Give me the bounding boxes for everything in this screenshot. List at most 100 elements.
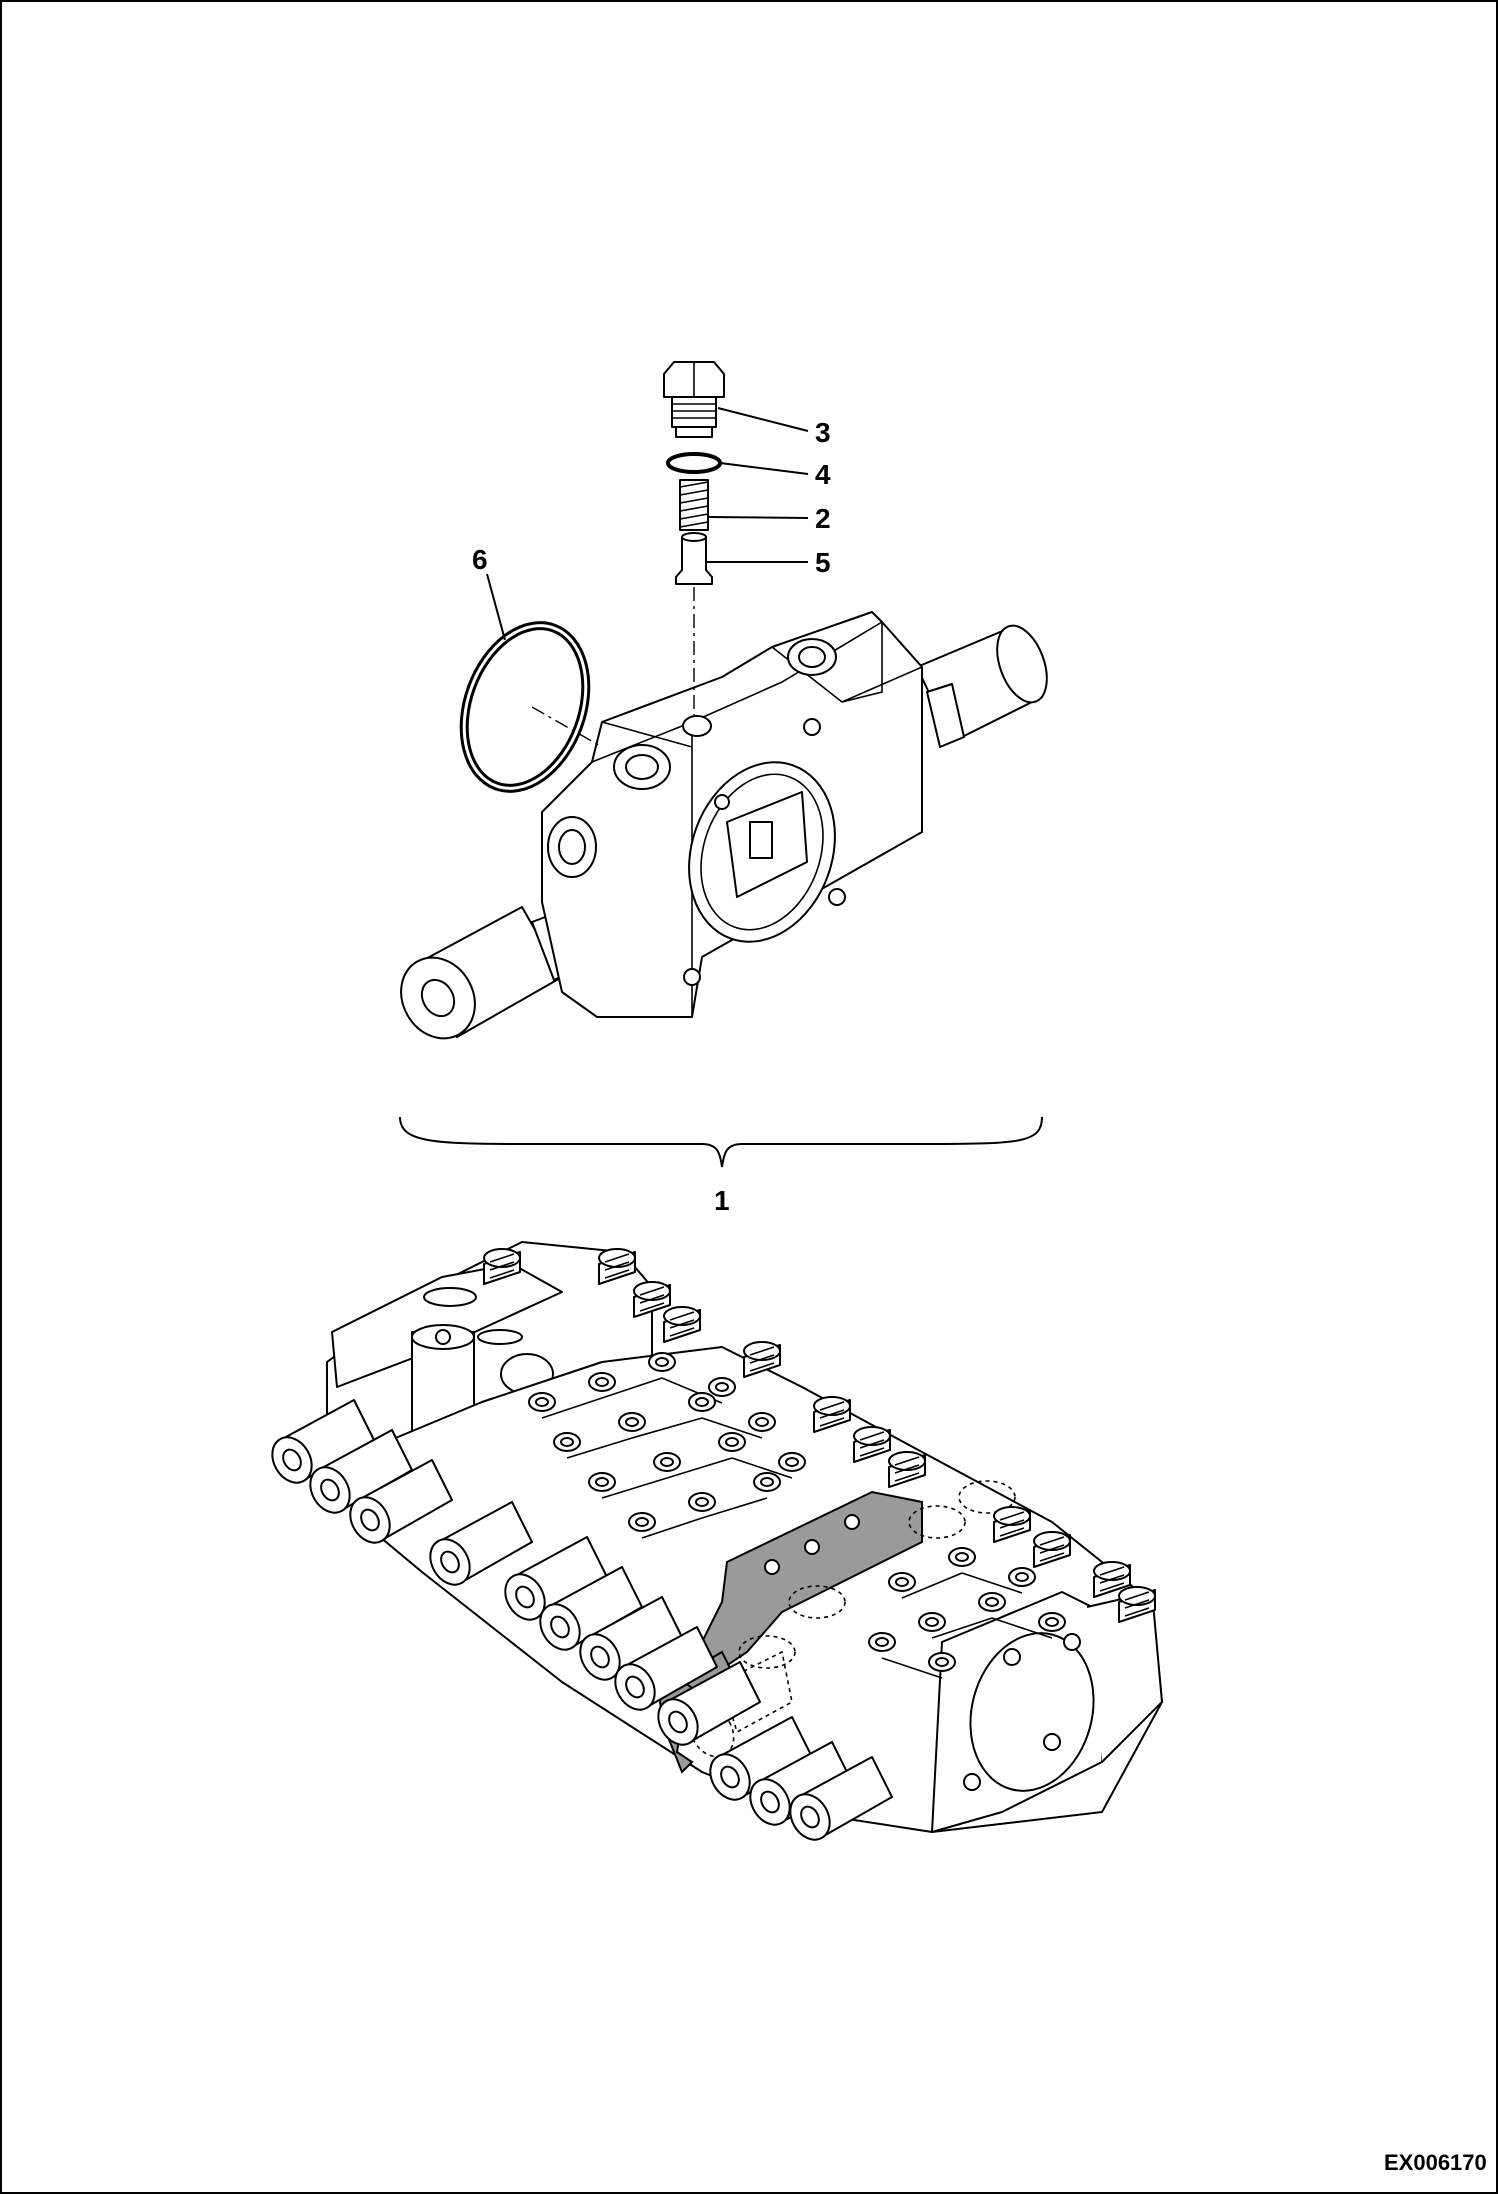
spool-bore — [282, 1448, 302, 1472]
relief-valve — [1093, 1561, 1131, 1598]
o-ring-small — [666, 452, 722, 474]
spool-ends — [271, 1399, 893, 1841]
port-inner — [655, 1357, 669, 1367]
plate-edge — [961, 1572, 1023, 1594]
spool-bore — [320, 1478, 340, 1502]
relief-valve-thread — [639, 1286, 665, 1312]
port-hole — [948, 1547, 976, 1567]
relief-valve — [888, 1451, 926, 1488]
leader-2 — [707, 516, 809, 519]
spool-end — [349, 1459, 453, 1544]
spool-bore — [515, 1585, 535, 1609]
port-inner — [595, 1477, 609, 1487]
relief-valve-thread — [999, 1511, 1025, 1537]
relief-valve-thread — [749, 1346, 775, 1372]
port-hole — [928, 1652, 956, 1672]
relief-valve-thread — [894, 1456, 920, 1482]
port-hole — [618, 1412, 646, 1432]
port-inner — [715, 1382, 729, 1392]
spool-bore — [440, 1550, 460, 1574]
port-inner — [755, 1417, 769, 1427]
relief-valve — [1118, 1586, 1156, 1623]
port-inner — [785, 1457, 799, 1467]
spool-end — [504, 1536, 608, 1621]
port-hole — [648, 1352, 676, 1372]
port-hole — [868, 1632, 896, 1652]
spool-end — [657, 1661, 761, 1746]
spool-end — [309, 1429, 413, 1514]
port-hole — [708, 1377, 736, 1397]
relief-valve — [663, 1306, 701, 1343]
relief-valve — [853, 1426, 891, 1463]
spool-end — [539, 1566, 643, 1651]
spring — [679, 479, 709, 531]
port-inner — [895, 1577, 909, 1587]
port-inner — [925, 1617, 939, 1627]
port-inner — [660, 1457, 674, 1467]
spool-end-right — [916, 624, 1048, 748]
port-hole — [718, 1432, 746, 1452]
plate-edge — [701, 1497, 768, 1519]
port-hole — [628, 1512, 656, 1532]
port-inner — [935, 1657, 949, 1667]
relief-valve — [483, 1248, 521, 1285]
port-inner — [985, 1597, 999, 1607]
plate-edge — [566, 1437, 633, 1459]
callout-6: 6 — [472, 544, 488, 575]
relief-valve — [743, 1341, 781, 1378]
port-hole — [1038, 1612, 1066, 1632]
relief-valves — [483, 1248, 1156, 1623]
control-valve-assembly-drawing — [271, 1241, 1163, 1841]
plate-edge — [641, 1517, 703, 1539]
plate-edge — [991, 1617, 1053, 1639]
plate-edge — [666, 1457, 733, 1479]
plate-edge — [601, 1377, 663, 1399]
figure-id: EX006170 — [1384, 2150, 1487, 2175]
spool-bore — [550, 1615, 570, 1639]
relief-valve-thread — [1124, 1591, 1150, 1617]
spool-end — [271, 1399, 375, 1484]
port-hole — [588, 1472, 616, 1492]
port-inner — [535, 1397, 549, 1407]
plate-edge — [701, 1417, 763, 1439]
port-inner — [595, 1377, 609, 1387]
port-hole — [918, 1612, 946, 1632]
spool-bore — [360, 1508, 380, 1532]
port-inner — [875, 1637, 889, 1647]
port-hole — [778, 1452, 806, 1472]
port-inner — [635, 1517, 649, 1527]
port-hole — [753, 1472, 781, 1492]
plate-edge — [931, 1617, 993, 1639]
relief-valve-thread — [604, 1253, 630, 1279]
spool-end — [614, 1626, 718, 1711]
plate-edge — [541, 1397, 603, 1419]
valve-section-exploded-drawing: 3 4 2 5 6 1 — [399, 361, 1048, 1216]
spool-end — [429, 1501, 533, 1586]
spool-bore — [668, 1710, 688, 1734]
port-hole — [1008, 1567, 1036, 1587]
port-inner — [955, 1552, 969, 1562]
plug — [663, 361, 725, 438]
port-inner — [695, 1397, 709, 1407]
spool-end — [789, 1756, 893, 1841]
o-ring-large — [459, 621, 591, 793]
valve-body — [541, 611, 923, 1018]
port-hole — [653, 1452, 681, 1472]
spool-bore — [590, 1645, 610, 1669]
relief-valve-thread — [859, 1431, 885, 1457]
relief-valve — [1033, 1531, 1071, 1568]
port-inner — [725, 1437, 739, 1447]
port-hole — [888, 1572, 916, 1592]
relief-valve-thread — [489, 1253, 515, 1279]
port-inner — [760, 1477, 774, 1487]
port-hole — [688, 1492, 716, 1512]
relief-valve — [993, 1506, 1031, 1543]
plate-edge — [601, 1477, 668, 1499]
port-inner — [1045, 1617, 1059, 1627]
plate-edge — [731, 1457, 793, 1479]
port-hole — [528, 1392, 556, 1412]
relief-valve — [598, 1248, 636, 1285]
callout-4: 4 — [815, 459, 831, 490]
